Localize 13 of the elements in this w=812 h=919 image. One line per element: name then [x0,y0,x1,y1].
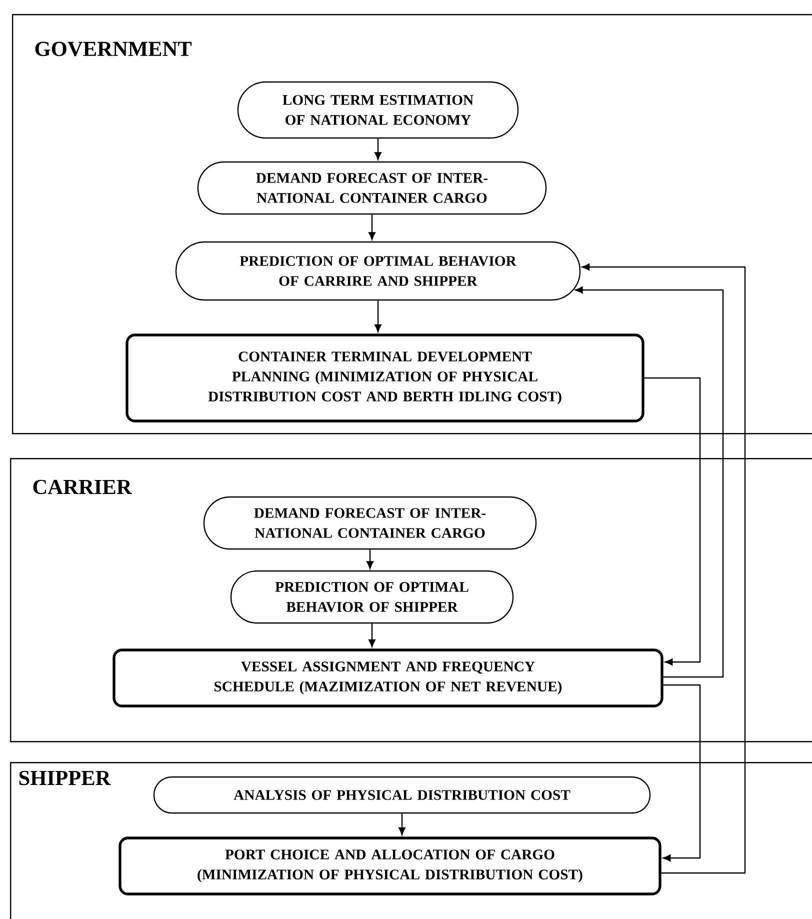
arrow [366,550,374,569]
arrow [368,624,376,648]
arrow [374,138,382,160]
process-box: VESSEL ASSIGNMENT AND FREQUENCY SCHEDULE (MAZIMIZATION OF NET REVENUE) [112,648,664,708]
process-box: CONTAINER TERMINAL DEVELOPMENT PLANNING (MINIMIZATION OF PHYSICAL DISTRIBUTION COST AND BERTH IDLING COST) [126,334,644,422]
process-box: PORT CHOICE AND ALLOCATION OF CARGO (MINIMIZATION OF PHYSICAL DISTRIBUTION COST) [118,836,662,896]
arrow [368,214,376,240]
arrow [644,377,701,666]
arrow [398,814,406,836]
arrow [374,300,382,332]
arrow [575,286,724,678]
arrow [582,264,746,874]
arrow [662,684,701,862]
